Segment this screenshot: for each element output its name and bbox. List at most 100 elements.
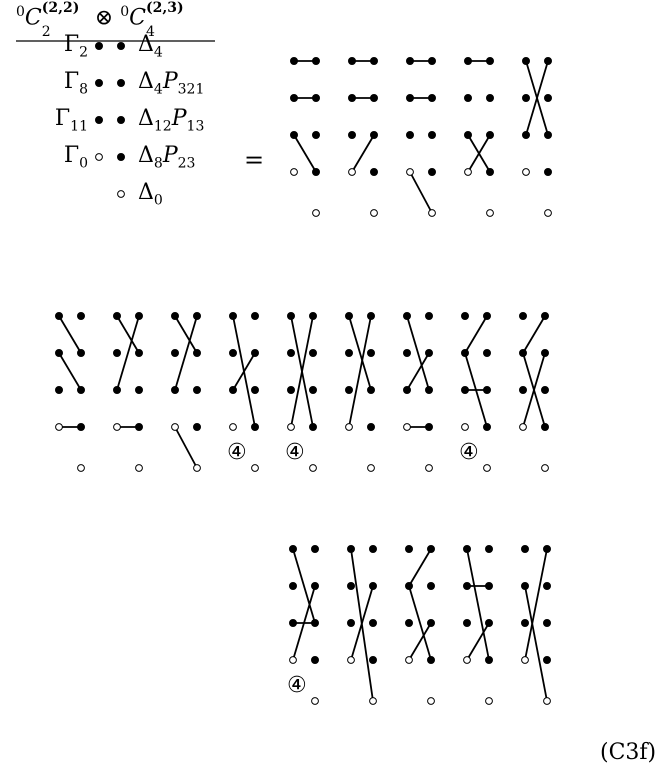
- open-node: [543, 697, 551, 705]
- open-node: [369, 697, 377, 705]
- pairing-link: [174, 315, 198, 391]
- open-node: [428, 209, 436, 217]
- filled-node: [427, 167, 436, 176]
- filled-node: [427, 57, 436, 66]
- equals-sign: =: [244, 146, 265, 174]
- filled-node: [55, 311, 64, 320]
- filled-node: [463, 57, 472, 66]
- filled-node: [368, 619, 377, 628]
- filled-node: [288, 545, 297, 554]
- filled-node: [462, 545, 471, 554]
- filled-node: [311, 130, 320, 139]
- filled-node: [404, 582, 413, 591]
- pairing-link: [522, 315, 546, 354]
- filled-node: [426, 582, 435, 591]
- filled-node: [426, 656, 435, 665]
- filled-node: [288, 619, 297, 628]
- pairing-link: [406, 352, 430, 391]
- filled-node: [289, 130, 298, 139]
- filled-node: [484, 582, 493, 591]
- filled-node: [519, 385, 528, 394]
- filled-node: [308, 311, 317, 320]
- filled-node: [228, 348, 237, 357]
- filled-node: [113, 385, 122, 394]
- filled-node: [544, 167, 553, 176]
- filled-node: [522, 130, 531, 139]
- legend-filled-dot: [117, 42, 126, 51]
- pairing-link: [406, 315, 430, 391]
- filled-node: [521, 582, 530, 591]
- open-node: [193, 464, 201, 472]
- header-left-pre: 0: [16, 4, 25, 20]
- filled-node: [404, 619, 413, 628]
- filled-node: [310, 582, 319, 591]
- open-node: [463, 656, 471, 664]
- pairing-link: [116, 315, 140, 354]
- pairing-diagram-row3-0: ④: [287, 545, 319, 705]
- filled-node: [286, 348, 295, 357]
- header-right-pre: 0: [120, 4, 130, 20]
- header-right-sub: 4: [145, 24, 155, 41]
- open-node: [425, 464, 433, 472]
- filled-node: [368, 656, 377, 665]
- filled-node: [521, 619, 530, 628]
- open-node: [485, 697, 493, 705]
- header-formula: 0C (2,2) 2 ⊗ 0C (2,3) 4: [16, 0, 192, 40]
- pairing-link: [466, 548, 490, 661]
- legend-open-dot: [95, 153, 103, 161]
- filled-node: [424, 385, 433, 394]
- filled-node: [405, 94, 414, 103]
- pairing-link: [232, 352, 256, 391]
- pairing-diagram-row2-7: ④: [459, 311, 491, 472]
- filled-node: [170, 385, 179, 394]
- legend-filled-dot: [95, 42, 104, 51]
- pairing-diagram-row3-3: [462, 545, 493, 705]
- filled-node: [460, 311, 469, 320]
- pairing-diagram-row2-6: [402, 311, 433, 472]
- filled-node: [541, 311, 550, 320]
- filled-node: [402, 385, 411, 394]
- pairing-diagram-row3-2: [404, 545, 435, 705]
- open-node: [483, 464, 491, 472]
- filled-node: [544, 130, 553, 139]
- legend-delta-2: Δ12P13: [138, 106, 205, 135]
- circled-four-marker: ④: [227, 440, 247, 465]
- filled-node: [192, 385, 201, 394]
- legend-gamma-0: Γ0: [63, 143, 88, 172]
- filled-node: [424, 348, 433, 357]
- header-left-sub: 2: [41, 24, 51, 41]
- open-node: [312, 209, 320, 217]
- open-node: [77, 464, 85, 472]
- open-node: [544, 209, 552, 217]
- filled-node: [310, 619, 319, 628]
- open-node: [55, 423, 63, 431]
- filled-node: [347, 94, 356, 103]
- filled-node: [77, 422, 86, 431]
- header-left-sup: (2,2): [41, 0, 80, 17]
- filled-node: [484, 656, 493, 665]
- open-node: [171, 423, 179, 431]
- filled-node: [344, 311, 353, 320]
- pairing-diagram-row1-4: [522, 57, 553, 217]
- filled-node: [134, 422, 143, 431]
- filled-node: [308, 348, 317, 357]
- legend-filled-dot: [95, 79, 104, 88]
- filled-node: [482, 348, 491, 357]
- pairing-diagram-row2-2: [170, 311, 201, 472]
- pairing-link: [522, 352, 546, 428]
- pairing-link: [408, 622, 432, 661]
- filled-node: [484, 619, 493, 628]
- filled-node: [543, 619, 552, 628]
- filled-node: [369, 57, 378, 66]
- filled-node: [344, 348, 353, 357]
- filled-node: [541, 422, 550, 431]
- open-node: [521, 656, 529, 664]
- open-node: [347, 656, 355, 664]
- filled-node: [344, 385, 353, 394]
- pairing-link: [174, 315, 198, 354]
- legend-delta-4: Δ0: [138, 180, 163, 209]
- filled-node: [405, 57, 414, 66]
- pairing-diagram-row2-8: [519, 311, 550, 472]
- pairing-link: [292, 548, 316, 624]
